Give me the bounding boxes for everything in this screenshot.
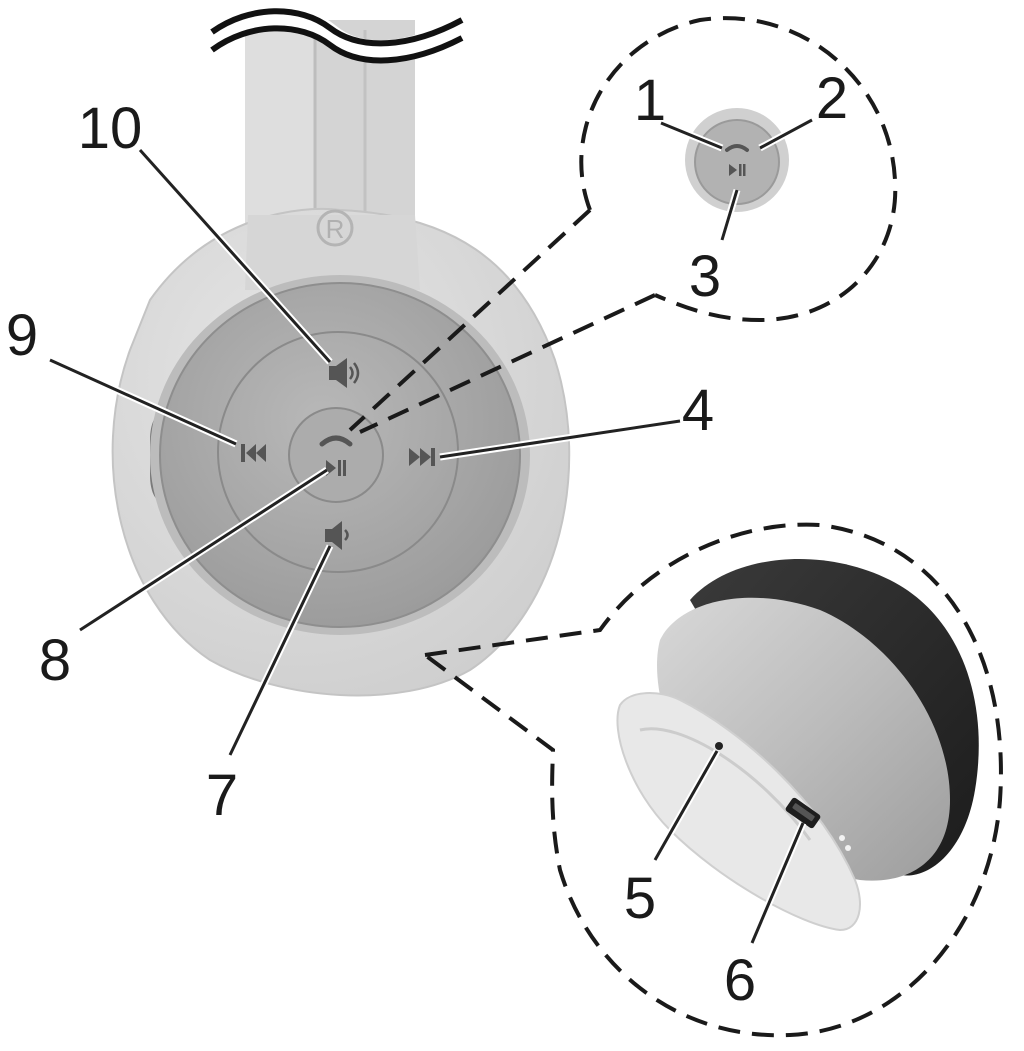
callout-4: 4	[682, 378, 714, 443]
phone-icon[interactable]	[319, 435, 353, 447]
zoomed-play-pause-icon	[729, 164, 746, 176]
callout-3: 3	[689, 244, 721, 309]
callout-numbers: 1 2 3 4 5 6 7 8 9 10	[6, 66, 848, 1013]
leader-7	[228, 545, 332, 756]
zoom-detail-side-view	[423, 522, 1003, 1038]
callout-9: 9	[6, 303, 38, 368]
side-rim-plate	[616, 692, 861, 932]
leader-4	[439, 419, 681, 459]
logo-letter: R	[326, 214, 345, 244]
callout-7: 7	[206, 763, 238, 828]
leader-3	[720, 189, 739, 241]
leader-9	[49, 358, 237, 446]
callout-10: 10	[78, 96, 143, 161]
right-side-logo	[316, 209, 354, 247]
leader-5	[653, 750, 719, 861]
callout-6: 6	[724, 948, 756, 1013]
leader-1	[660, 121, 723, 150]
leader-6	[750, 822, 805, 944]
callout-8: 8	[39, 628, 71, 693]
callout-2: 2	[816, 66, 848, 131]
zoom-detail-center-button	[348, 16, 898, 434]
leader-8	[79, 468, 328, 632]
zoomed-button	[694, 119, 780, 205]
microphone-hole-icon	[715, 742, 723, 750]
callout-1: 1	[634, 68, 666, 133]
usb-port-icon	[785, 797, 821, 829]
ear-cup: R	[111, 207, 571, 697]
previous-track-icon[interactable]	[241, 444, 266, 462]
leader-lines	[48, 116, 814, 945]
play-pause-icon[interactable]	[326, 460, 346, 476]
next-track-icon[interactable]	[409, 448, 435, 466]
volume-down-icon[interactable]	[325, 521, 349, 550]
callout-5: 5	[624, 866, 656, 931]
zoomed-phone-icon	[725, 144, 749, 152]
leader-2	[759, 118, 813, 150]
leader-10	[138, 148, 332, 364]
volume-up-icon[interactable]	[329, 358, 360, 388]
